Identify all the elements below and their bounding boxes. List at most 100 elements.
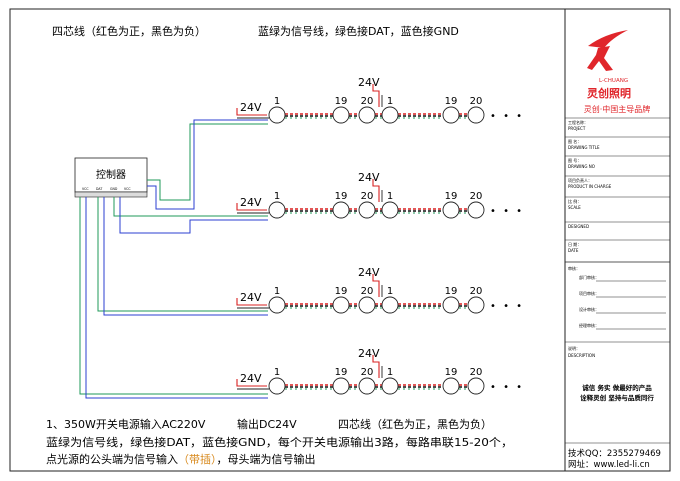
mid-supply-voltage-label: 24V xyxy=(358,266,380,279)
controller-pin-label: DAT xyxy=(96,187,102,191)
led-index-label: 1 xyxy=(387,367,393,378)
led-node xyxy=(332,201,350,219)
supply-lead xyxy=(236,108,267,116)
tech-qq: 技术QQ：2355279469 xyxy=(568,448,661,459)
continuation-ellipsis: • • • xyxy=(490,382,524,393)
led-node xyxy=(467,201,485,219)
led-node xyxy=(332,106,350,124)
controller-label: 控制器 xyxy=(96,168,126,181)
light-strings: 24V 24V 1 19 20 1 19 20 • • • 24V 24V 1 19 20 1 19 20 • •… xyxy=(236,76,524,395)
led-index-label: 20 xyxy=(470,367,483,378)
signal-feed-wire xyxy=(79,197,268,395)
title-field-label-en: DRAWING NO xyxy=(568,164,595,169)
note-line-3: 点光源的公头端为信号输入（带插），母头端为信号输出 xyxy=(46,452,316,466)
signal-feed-wire xyxy=(119,197,268,234)
title-field-label: 项目负责人： xyxy=(568,177,592,183)
led-node xyxy=(381,296,399,314)
controller: 控制器 VCC DAT GND VCC xyxy=(74,157,148,198)
led-node xyxy=(381,377,399,395)
controller-pin-label: GND xyxy=(110,187,118,191)
mid-supply-voltage-label: 24V xyxy=(358,76,380,89)
led-node xyxy=(358,106,376,124)
controller-pin-label: VCC xyxy=(82,187,89,191)
controller-box xyxy=(74,157,148,193)
note-line-3-part2: ，母头端为信号输出 xyxy=(217,452,316,466)
continuation-ellipsis: • • • xyxy=(490,206,524,217)
description-label-en: DESCRIPTION xyxy=(568,353,595,358)
title-field-label: 图 名： xyxy=(568,138,581,144)
mid-supply-lead xyxy=(372,355,380,378)
led-index-label: 19 xyxy=(335,191,348,202)
logo-head xyxy=(599,38,607,46)
led-node xyxy=(467,106,485,124)
supply-voltage-label: 24V xyxy=(240,101,262,114)
led-node xyxy=(358,201,376,219)
title-field-label: 日 期： xyxy=(568,241,581,247)
supply-voltage-label: 24V xyxy=(240,372,262,385)
led-node xyxy=(381,201,399,219)
led-index-label: 20 xyxy=(470,191,483,202)
supply-voltage-label: 24V xyxy=(240,291,262,304)
signal-feed-wire xyxy=(147,123,268,201)
note-line-3-highlight: （带插） xyxy=(178,452,217,466)
supply-lead xyxy=(236,379,267,387)
led-index-label: 1 xyxy=(274,96,280,107)
led-index-label: 1 xyxy=(387,96,393,107)
led-index-label: 19 xyxy=(445,367,458,378)
controller-terminal-strip xyxy=(74,191,148,198)
mid-supply-lead xyxy=(372,274,380,297)
led-index-label: 20 xyxy=(361,96,374,107)
logo-brand-en: L-CHUANG xyxy=(599,78,628,84)
led-node xyxy=(268,106,286,124)
title-field-label: 图 号： xyxy=(568,157,581,163)
header-signal-note: 蓝绿为信号线，绿色接DAT，蓝色接GND xyxy=(258,24,459,38)
brand-logo: L-CHUANG 灵创照明 xyxy=(587,30,631,100)
mid-supply-lead xyxy=(372,84,380,107)
led-index-label: 20 xyxy=(361,191,374,202)
signal-feed-wire xyxy=(85,197,268,399)
supply-lead xyxy=(236,298,267,306)
led-node xyxy=(442,106,460,124)
led-node xyxy=(358,296,376,314)
title-field-label-en: SCALE xyxy=(568,205,581,210)
title-field-label-en: DRAWING TITLE xyxy=(568,145,600,150)
led-node xyxy=(358,377,376,395)
title-field-label: 比 例： xyxy=(568,198,581,204)
logo-brand-cn: 灵创照明 xyxy=(587,86,631,100)
led-node xyxy=(268,201,286,219)
signal-feed-wire xyxy=(103,197,268,316)
continuation-ellipsis: • • • xyxy=(490,301,524,312)
led-index-label: 19 xyxy=(335,286,348,297)
note-line-3-part1: 点光源的公头端为信号输入 xyxy=(46,452,178,466)
led-node xyxy=(332,377,350,395)
led-node xyxy=(442,201,460,219)
led-node xyxy=(268,377,286,395)
mid-supply-voltage-label: 24V xyxy=(358,171,380,184)
signal-feed-wire xyxy=(113,197,268,217)
review-rows: 部门审核：项目审核：设计审核：经理审核： xyxy=(579,274,666,330)
company-motto-2: 诠释灵创 坚持与品质同行 xyxy=(580,393,654,402)
title-field-label: DESIGNED xyxy=(568,224,589,229)
title-field-label: 工程名称： xyxy=(568,119,588,125)
led-index-label: 1 xyxy=(274,286,280,297)
logo-swoosh xyxy=(588,30,628,48)
led-index-label: 19 xyxy=(335,367,348,378)
note-line-1a: 1、350W开关电源输入AC220V xyxy=(46,417,206,431)
supply-lead xyxy=(236,203,267,211)
controller-pin-label: VCC xyxy=(124,187,131,191)
company-motto-1: 诚信 务实 做最好的产品 xyxy=(582,383,652,392)
continuation-ellipsis: • • • xyxy=(490,111,524,122)
led-index-label: 1 xyxy=(387,191,393,202)
led-index-label: 19 xyxy=(335,96,348,107)
signal-feed-wire xyxy=(147,119,268,210)
led-index-label: 1 xyxy=(274,367,280,378)
led-node xyxy=(442,296,460,314)
note-line-1b: 输出DC24V xyxy=(237,417,297,431)
led-index-label: 20 xyxy=(470,286,483,297)
